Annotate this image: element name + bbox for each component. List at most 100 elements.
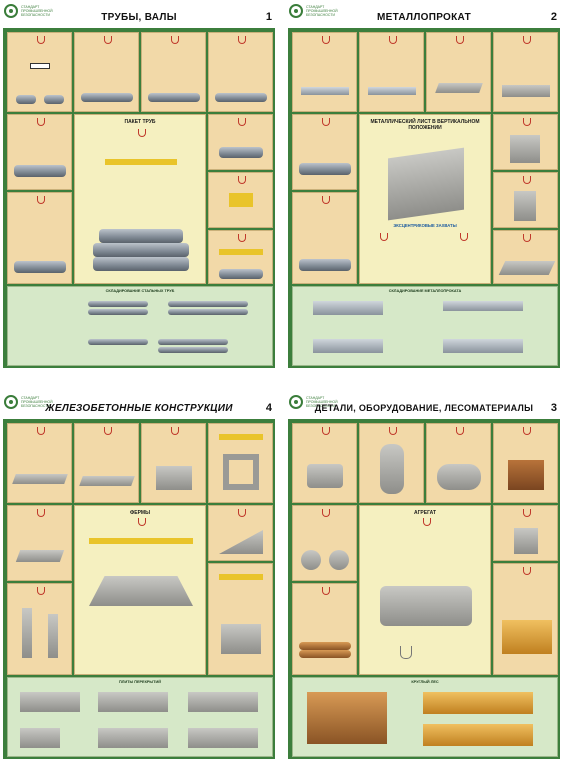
center-subtitle: ЭКСЦЕНТРИКОВЫЕ ЗАХВАТЫ <box>393 223 457 228</box>
pipe-icon <box>14 261 66 273</box>
hook-icon <box>104 36 112 44</box>
illustration-cell <box>74 32 139 112</box>
poster-header: СТАНДАРТ ПРОМЫШЛЕННОЙ БЕЗОПАСНОСТИ ЖЕЛЕЗ… <box>0 391 278 421</box>
log-stack-icon <box>307 692 387 744</box>
slab-icon <box>79 476 135 486</box>
pipe-icon <box>148 93 200 102</box>
hook-icon <box>322 427 330 435</box>
hook-icon <box>104 427 112 435</box>
hook-icon <box>238 509 246 517</box>
logo-icon <box>4 4 18 18</box>
center-title: ФЕРМЫ <box>130 510 150 516</box>
beam-stack-icon <box>313 339 383 353</box>
tank-icon <box>437 464 481 490</box>
slab-stack-icon <box>98 728 168 748</box>
pipe-icon <box>44 95 64 104</box>
pipe-icon <box>14 165 66 177</box>
clamp-icon <box>460 233 468 241</box>
illustration-cell <box>292 114 357 190</box>
illustration-cell <box>493 230 558 284</box>
pipe-icon <box>93 243 189 257</box>
illustration-cell <box>493 505 558 561</box>
pipe-icon <box>81 93 133 102</box>
hook-icon <box>171 36 179 44</box>
aggregate-icon <box>380 586 472 626</box>
column-icon <box>22 608 32 658</box>
slab-stack-icon <box>98 692 168 712</box>
wheel-icon <box>301 550 321 570</box>
sheet-stack-icon <box>443 301 523 311</box>
illustration-cell <box>493 172 558 228</box>
illustration-cell <box>7 505 72 581</box>
illustration-cell <box>7 583 72 675</box>
poster-frame: АГРЕГАТ КРУГЛЫЙ ЛЕС <box>288 419 560 759</box>
center-panel: ПАКЕТ ТРУБ <box>74 114 206 284</box>
illustration-cell <box>292 192 357 284</box>
poster-number: 3 <box>550 402 557 414</box>
storage-section: СКЛАДИРОВАНИЕ СТАЛЬНЫХ ТРУБ <box>7 286 273 366</box>
valve-icon <box>514 528 538 554</box>
hook-icon <box>322 509 330 517</box>
illustration-cell <box>493 32 558 112</box>
hook-icon <box>389 427 397 435</box>
shackle-icon <box>400 646 412 659</box>
hook-icon <box>37 118 45 126</box>
poster-header: СТАНДАРТ ПРОМЫШЛЕННОЙ БЕЗОПАСНОСТИ ТРУБЫ… <box>0 0 278 30</box>
pipe-icon <box>16 95 36 104</box>
pipe-icon <box>88 301 148 307</box>
center-title: ПАКЕТ ТРУБ <box>124 119 156 125</box>
illustration-cell <box>208 172 273 228</box>
bundle-icon <box>299 259 351 271</box>
org-label: СТАНДАРТ ПРОМЫШЛЕННОЙ БЕЗОПАСНОСТИ <box>21 5 53 17</box>
sheet-icon <box>388 147 464 221</box>
hook-icon <box>138 518 146 526</box>
beam-stack-icon <box>443 339 523 353</box>
illustration-cell <box>359 423 424 503</box>
traverse-icon <box>219 574 263 580</box>
wheel-icon <box>329 550 349 570</box>
gripper-icon <box>229 193 253 207</box>
hook-icon <box>523 509 531 517</box>
hook-icon <box>389 36 397 44</box>
center-panel: ФЕРМЫ <box>74 505 206 675</box>
illustration-cell <box>208 423 273 503</box>
hook-icon <box>523 427 531 435</box>
storage-section: СКЛАДИРОВАНИЕ МЕТАЛЛОПРОКАТА <box>292 286 558 366</box>
poster-metal: СТАНДАРТ ПРОМЫШЛЕННОЙ БЕЗОПАСНОСТИ МЕТАЛ… <box>285 0 563 386</box>
pipe-icon <box>215 93 267 102</box>
illustration-cell <box>74 423 139 503</box>
tag-icon <box>30 63 50 69</box>
poster-frame: МЕТАЛЛИЧЕСКИЙ ЛИСТ В ВЕРТИКАЛЬНОМ ПОЛОЖЕ… <box>288 28 560 368</box>
pipe-icon <box>99 229 183 243</box>
illustration-cell <box>7 423 72 503</box>
hook-icon <box>37 427 45 435</box>
poster-equipment: СТАНДАРТ ПРОМЫШЛЕННОЙ БЕЗОПАСНОСТИ ДЕТАЛ… <box>285 391 563 777</box>
hook-icon <box>523 567 531 575</box>
illustration-cell <box>292 583 357 675</box>
poster-frame: ПАКЕТ ТРУБ СКЛАДИРОВАНИЕ СТАЛЬНЫХ ТРУБ <box>3 28 275 368</box>
hook-icon <box>238 176 246 184</box>
hook-icon <box>523 176 531 184</box>
beam-icon <box>301 87 349 95</box>
poster-number: 4 <box>265 402 272 414</box>
pipe-icon <box>219 269 263 279</box>
illustration-cell <box>208 505 273 561</box>
storage-section: КРУГЛЫЙ ЛЕС <box>292 677 558 757</box>
org-label: СТАНДАРТ ПРОМЫШЛЕННОЙ БЕЗОПАСНОСТИ <box>21 396 53 408</box>
block-stack-icon <box>20 728 60 748</box>
truss-icon <box>89 576 193 606</box>
illustration-cell <box>7 32 72 112</box>
hook-icon <box>523 118 531 126</box>
poster-title: ТРУБЫ, ВАЛЫ <box>101 12 177 23</box>
traverse-icon <box>105 159 177 165</box>
log-icon <box>299 650 351 658</box>
traverse-icon <box>89 538 193 544</box>
sheet-icon <box>435 83 483 93</box>
illustration-cell <box>208 32 273 112</box>
illustration-cell <box>208 230 273 284</box>
poster-number: 2 <box>550 11 557 23</box>
poster-concrete: СТАНДАРТ ПРОМЫШЛЕННОЙ БЕЗОПАСНОСТИ ЖЕЛЕЗ… <box>0 391 278 777</box>
lumber-stack-icon <box>423 724 533 746</box>
stairs-icon <box>219 530 263 554</box>
illustration-cell <box>493 423 558 503</box>
